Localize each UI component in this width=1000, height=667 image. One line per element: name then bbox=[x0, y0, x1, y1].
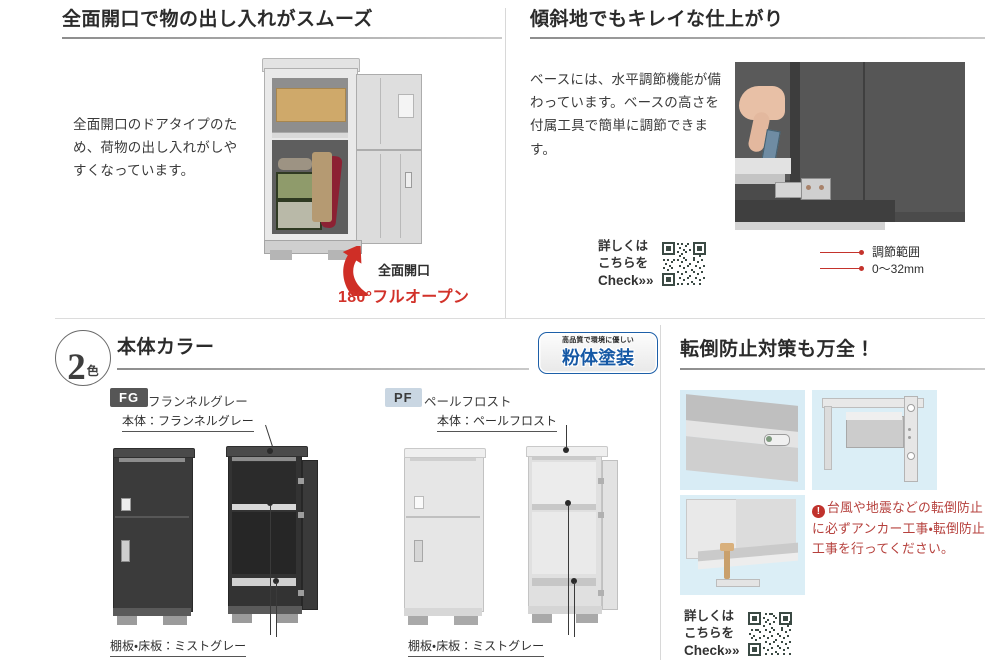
qr-block-slope[interactable]: 詳しくは こちらを Check»» bbox=[598, 238, 707, 290]
badge-number: 2 bbox=[67, 346, 86, 388]
slope-title: 傾斜地でもキレイな仕上がり bbox=[530, 9, 784, 30]
qr-line1: 詳しくは bbox=[598, 239, 649, 253]
leader-fg-shelf-line bbox=[270, 505, 271, 635]
qr-code-icon-anti-tip[interactable] bbox=[746, 610, 793, 657]
anti-tip-warning: !台風や地震などの転倒防止に必ずアンカー工事・転倒防止工事を行ってください。 bbox=[812, 498, 990, 560]
qr-code-icon[interactable] bbox=[660, 240, 707, 287]
adjust-range-label: 調節範囲 bbox=[872, 245, 921, 259]
qr-check-label-anti-tip: Check bbox=[684, 642, 725, 658]
leader-dot-fg-top bbox=[267, 448, 273, 454]
qr-line1-anti-tip: 詳しくは bbox=[684, 609, 735, 623]
photo-cabinet-fg-open bbox=[220, 438, 328, 630]
body-color-title: 本体カラー bbox=[117, 337, 215, 358]
photo-cabinet-fg-closed bbox=[105, 440, 203, 630]
leader-dot-pf-top bbox=[563, 447, 569, 453]
body-label-pf: 本体：ペールフロスト bbox=[437, 412, 558, 432]
leader-dot-fg-floor bbox=[273, 578, 279, 584]
qr-line2: こちらを bbox=[598, 255, 649, 270]
exclamation-icon: ! bbox=[812, 505, 825, 518]
callout-180-full-open: 180°フルオープン bbox=[338, 289, 470, 306]
anti-tip-warning-text: 台風や地震などの転倒防止に必ずアンカー工事・転倒防止工事を行ってください。 bbox=[812, 500, 985, 557]
adjust-range-value: 0〜32mm bbox=[872, 262, 925, 277]
leader-pf-body bbox=[566, 425, 567, 447]
heading-rule-anti-tip bbox=[680, 368, 985, 370]
badge-powder-coating: 高品質で環境に優しい 粉体塗装 bbox=[538, 332, 658, 374]
color-chip-pf: PF bbox=[385, 388, 422, 407]
photo-anchor-bracket-2 bbox=[812, 390, 937, 490]
qr-line2-anti-tip: こちらを bbox=[684, 625, 735, 640]
powder-main-text: 粉体塗装 bbox=[562, 348, 634, 368]
measure-line-bottom bbox=[820, 268, 860, 269]
heading-rule-slope bbox=[530, 37, 985, 39]
slope-body-text: ベースには、水平調節機能が備わっています。ベースの高さを付属工具で簡単に調節でき… bbox=[530, 72, 722, 157]
body-label-fg: 本体：フランネルグレー bbox=[122, 412, 254, 432]
color-chip-fg: FG bbox=[110, 388, 149, 407]
badge-unit: 色 bbox=[86, 364, 99, 378]
photo-anchor-bracket-1 bbox=[680, 390, 805, 490]
photo-anchor-floor bbox=[680, 495, 805, 595]
photo-cabinet-full-open bbox=[250, 52, 430, 264]
leader-dot-pf-shelf bbox=[565, 500, 571, 506]
chevron-right-icon: »» bbox=[638, 272, 654, 288]
powder-arc-text: 高品質で環境に優しい bbox=[562, 337, 634, 344]
leader-dot-fg-shelf bbox=[267, 500, 273, 506]
section-heading-body-color: 本体カラー bbox=[117, 337, 529, 370]
color-name-pf: ペールフロスト bbox=[424, 395, 512, 409]
red-arrow-icon bbox=[330, 244, 390, 305]
qr-check-label: Check bbox=[598, 272, 639, 288]
full-open-title: 全面開口で物の出し入れがスムーズ bbox=[62, 9, 374, 30]
heading-rule-color bbox=[117, 368, 529, 370]
shelf-label-pf: 棚板・床板：ミストグレー bbox=[408, 637, 545, 657]
adjust-range-annotation: 調節範囲 0〜32mm bbox=[872, 244, 924, 279]
section-heading-anti-tip: 転倒防止対策も万全！ bbox=[680, 339, 985, 370]
section-heading-full-open: 全面開口で物の出し入れがスムーズ bbox=[62, 9, 502, 39]
color-name-fg: フランネルグレー bbox=[148, 395, 248, 409]
leader-dot-pf-floor bbox=[571, 578, 577, 584]
qr-text-slope: 詳しくは こちらを Check»» bbox=[598, 238, 654, 290]
measure-dot-bottom bbox=[859, 266, 864, 271]
full-open-body-text: 全面開口のドアタイプのため、荷物の出し入れがしやすくなっています。 bbox=[73, 117, 238, 179]
leader-fg-floor-line bbox=[276, 582, 277, 637]
horizontal-divider bbox=[55, 318, 985, 319]
chevron-right-icon-anti-tip: »» bbox=[724, 642, 740, 658]
shelf-label-fg: 棚板・床板：ミストグレー bbox=[110, 637, 247, 657]
leader-pf-shelf-line bbox=[568, 505, 569, 635]
vertical-divider-bottom bbox=[660, 325, 661, 660]
heading-rule bbox=[62, 37, 502, 39]
measure-line-top bbox=[820, 252, 860, 253]
section-heading-slope: 傾斜地でもキレイな仕上がり bbox=[530, 9, 985, 39]
measure-dot-top bbox=[859, 250, 864, 255]
qr-block-anti-tip[interactable]: 詳しくは こちらを Check»» bbox=[684, 608, 793, 660]
qr-line3: Check»» bbox=[598, 272, 654, 290]
photo-cabinet-pf-closed bbox=[396, 440, 496, 630]
photo-cabinet-pf-open bbox=[520, 438, 628, 630]
anti-tip-title: 転倒防止対策も万全！ bbox=[680, 339, 876, 360]
qr-line3-anti-tip: Check»» bbox=[684, 642, 740, 660]
vertical-divider bbox=[505, 8, 506, 318]
photo-base-adjustment bbox=[735, 62, 965, 247]
qr-text-anti-tip: 詳しくは こちらを Check»» bbox=[684, 608, 740, 660]
leader-pf-floor-line bbox=[574, 582, 575, 637]
callout-full-open-small: 全面開口 bbox=[378, 263, 431, 278]
badge-two-colors: 2 色 bbox=[55, 330, 111, 386]
